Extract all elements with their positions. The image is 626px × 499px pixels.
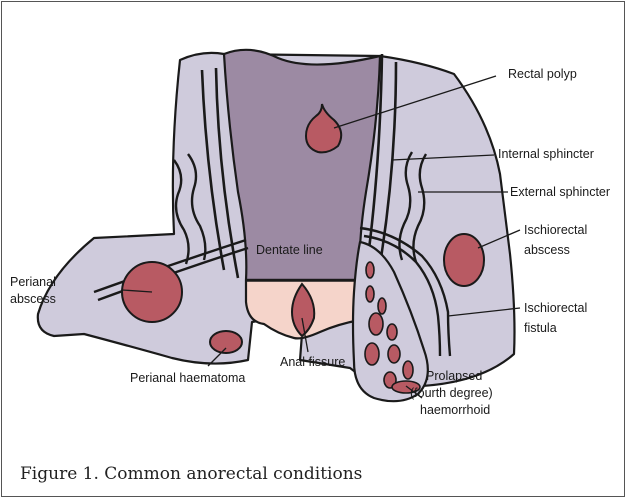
figure-caption: Figure 1. Common anorectal conditions (20, 464, 362, 484)
nodule (366, 262, 374, 278)
label-ischiorectal-fistula-1: Ischiorectal (524, 301, 587, 315)
label-perianal-abscess-2: abscess (10, 292, 56, 306)
label-anal-fissure: Anal fissure (280, 355, 345, 369)
label-internal-sphincter: Internal sphincter (498, 147, 594, 161)
nodule (403, 361, 413, 379)
label-ischiorectal-abscess-2: abscess (524, 243, 570, 257)
label-perianal-haematoma: Perianal haematoma (130, 371, 245, 385)
label-rectal-polyp: Rectal polyp (508, 67, 577, 81)
label-prolapsed-1: Prolapsed (426, 369, 482, 383)
nodule (378, 298, 386, 314)
nodule (388, 345, 400, 363)
label-prolapsed-3: haemorrhoid (420, 403, 490, 417)
nodule (369, 313, 383, 335)
perianal-haematoma (210, 331, 242, 353)
nodule (365, 343, 379, 365)
label-external-sphincter: External sphincter (510, 185, 610, 199)
label-ischiorectal-abscess-1: Ischiorectal (524, 223, 587, 237)
nodule (387, 324, 397, 340)
label-ischiorectal-fistula-2: fistula (524, 321, 557, 335)
label-dentate-line: Dentate line (256, 243, 323, 257)
nodule (366, 286, 374, 302)
ischiorectal-abscess (444, 234, 484, 286)
label-perianal-abscess-1: Perianal (10, 275, 56, 289)
label-prolapsed-2: (fourth degree) (410, 386, 493, 400)
